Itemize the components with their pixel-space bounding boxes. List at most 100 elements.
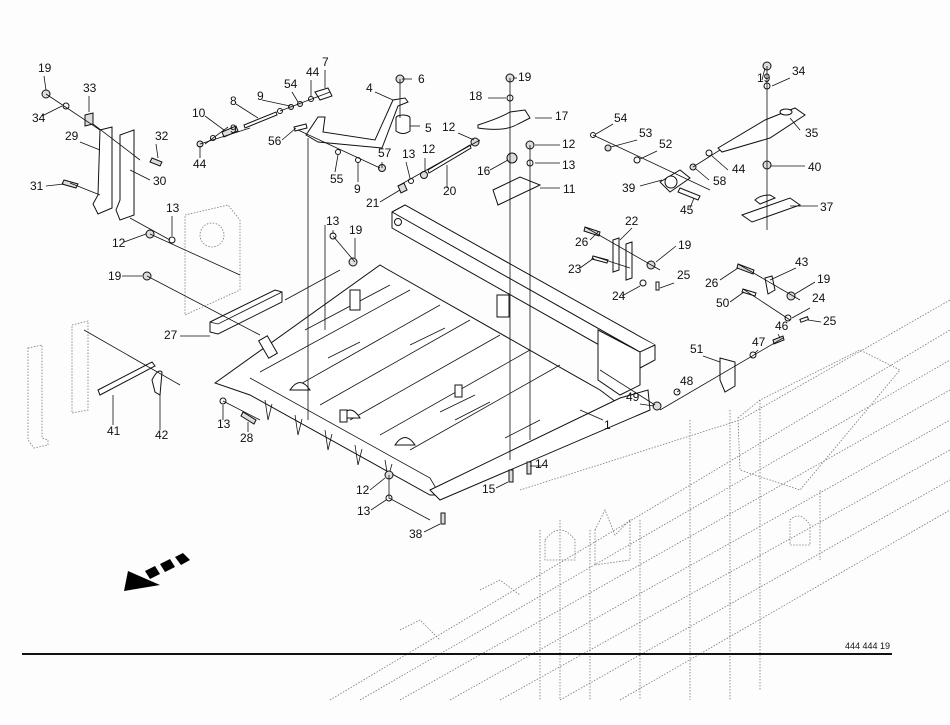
callout-leader-line	[676, 389, 681, 393]
callout-label: 24	[612, 289, 626, 303]
callout-label: 37	[820, 200, 834, 214]
callout-leader-line	[291, 91, 299, 103]
callout-label: 25	[677, 268, 691, 282]
callout-label: 9	[354, 182, 361, 196]
callout-label: 6	[418, 72, 425, 86]
callout-1: 1	[579, 409, 611, 432]
callout-56: 56	[268, 127, 297, 148]
callout-leader-line	[334, 154, 339, 173]
callout-label: 52	[659, 137, 673, 151]
callout-leader-line	[379, 189, 401, 203]
callout-44: 44	[711, 155, 746, 176]
callout-label: 1	[604, 418, 611, 432]
callout-label: 25	[823, 314, 837, 328]
callout-27: 27	[164, 328, 210, 342]
callout-21: 21	[366, 189, 401, 210]
callout-26: 26	[575, 231, 599, 249]
callout-19: 19	[108, 269, 142, 283]
callout-label: 26	[575, 235, 589, 249]
callout-49: 49	[626, 390, 655, 407]
small-parts	[41, 61, 810, 525]
travel-direction-arrow	[124, 553, 190, 591]
callout-leader-line	[639, 403, 655, 407]
callout-label: 19	[757, 71, 771, 85]
callout-label: 7	[322, 55, 329, 69]
callout-31: 31	[30, 179, 65, 193]
callout-24: 24	[791, 291, 826, 319]
callout-label: 16	[477, 164, 491, 178]
callout-leader-line	[579, 409, 604, 421]
footer-rule	[22, 653, 892, 655]
callout-leader-line	[619, 227, 633, 241]
callout-label: 19	[518, 70, 532, 84]
callout-leader-line	[281, 127, 297, 141]
callout-10: 10	[192, 106, 225, 131]
callout-label: 29	[65, 129, 79, 143]
callout-label: 38	[409, 527, 423, 541]
callout-label: 18	[469, 89, 483, 103]
callout-leader-line	[789, 117, 801, 131]
callout-17: 17	[535, 109, 569, 123]
callout-leader-line	[155, 143, 159, 159]
callout-25: 25	[659, 268, 691, 289]
callout-label: 34	[792, 64, 806, 78]
callout-5: 5	[410, 121, 432, 135]
callout-leader-line	[610, 139, 638, 148]
callout-label: 50	[716, 296, 730, 310]
callout-13: 13	[166, 201, 180, 236]
callout-33: 33	[83, 81, 97, 112]
callout-4: 4	[366, 81, 394, 101]
callout-51: 51	[690, 342, 721, 363]
callout-label: 19	[349, 223, 363, 237]
callout-19: 19	[794, 272, 831, 295]
callout-label: 28	[240, 431, 254, 445]
callout-label: 13	[166, 201, 180, 215]
callout-40: 40	[771, 160, 822, 174]
callout-13: 13	[402, 147, 416, 179]
callout-label: 33	[83, 81, 97, 95]
callout-25: 25	[807, 314, 837, 328]
callout-leader-line	[655, 245, 677, 263]
callout-leader-line	[589, 231, 599, 241]
callout-leader-line	[41, 105, 63, 117]
callout-32: 32	[155, 129, 169, 159]
callout-6: 6	[402, 72, 425, 86]
callout-label: 26	[705, 276, 719, 290]
callout-34: 34	[771, 64, 806, 87]
callout-23: 23	[568, 257, 595, 276]
ghost-machine-frame	[27, 204, 950, 701]
callout-label: 10	[192, 106, 206, 120]
callout-19: 19	[513, 70, 532, 84]
callout-leader-line	[791, 307, 811, 319]
callout-45: 45	[680, 197, 695, 217]
document-number: 444 444 19	[845, 641, 891, 651]
callout-leader-line	[621, 285, 641, 297]
callout-label: 34	[32, 111, 46, 125]
callout-leader-line	[639, 150, 658, 160]
callout-leader-line	[771, 77, 791, 87]
callout-label: 42	[155, 428, 169, 442]
callout-53: 53	[610, 126, 653, 148]
callout-label: 14	[535, 457, 549, 471]
callout-leader-line	[761, 67, 766, 81]
callout-leader-line	[729, 291, 745, 303]
callout-48: 48	[676, 374, 694, 393]
callout-leader-line	[495, 481, 509, 489]
callout-label: 31	[30, 179, 44, 193]
callout-12: 12	[112, 233, 147, 250]
callout-label: 24	[812, 291, 826, 305]
callout-leader-line	[719, 267, 739, 281]
callout-46: 46	[775, 319, 789, 339]
callout-label: 13	[326, 214, 340, 228]
callout-20: 20	[443, 165, 457, 198]
callout-label: 49	[626, 390, 640, 404]
callout-leader-line	[79, 141, 101, 151]
callout-label: 43	[795, 255, 809, 269]
callout-9: 9	[204, 122, 237, 145]
callout-16: 16	[477, 159, 509, 178]
callout-leader-line	[369, 477, 386, 491]
callout-13: 13	[535, 158, 576, 172]
callout-leader-line	[807, 319, 822, 323]
